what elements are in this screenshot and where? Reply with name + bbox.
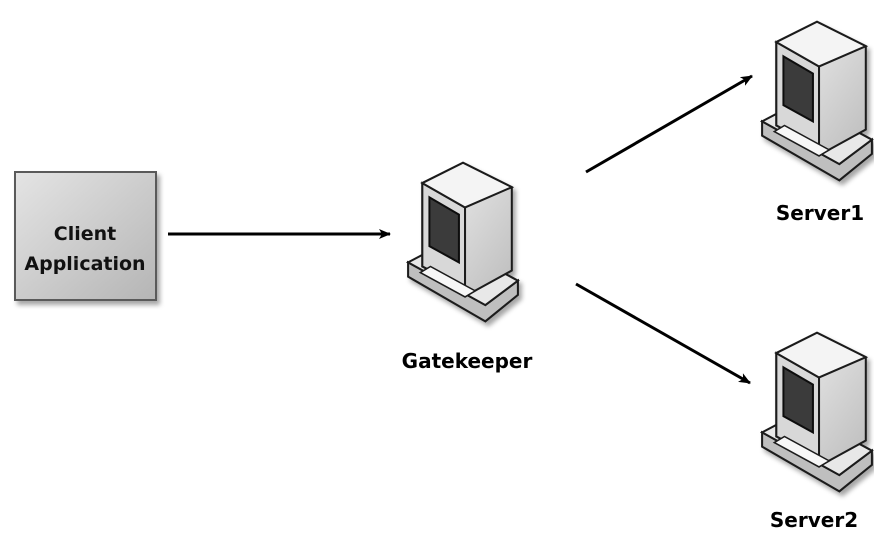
server2-label: Server2	[770, 508, 858, 532]
client-label-line2: Application	[24, 253, 145, 275]
computer-icon	[407, 161, 519, 323]
client-application-node: Client Application	[14, 171, 157, 301]
server1-label: Server1	[776, 201, 864, 225]
gatekeeper-label: Gatekeeper	[402, 349, 533, 373]
computer-icon	[761, 331, 873, 493]
server1-node: Server1	[761, 20, 873, 225]
server2-node: Server2	[761, 331, 873, 532]
arrow-gatekeeper-to-server2	[575, 282, 751, 385]
arrow-gatekeeper-to-server1	[585, 74, 753, 174]
client-application-box	[14, 171, 157, 301]
gatekeeper-node: Gatekeeper	[402, 161, 533, 373]
client-label-line1: Client	[54, 223, 116, 245]
computer-icon	[761, 20, 873, 182]
